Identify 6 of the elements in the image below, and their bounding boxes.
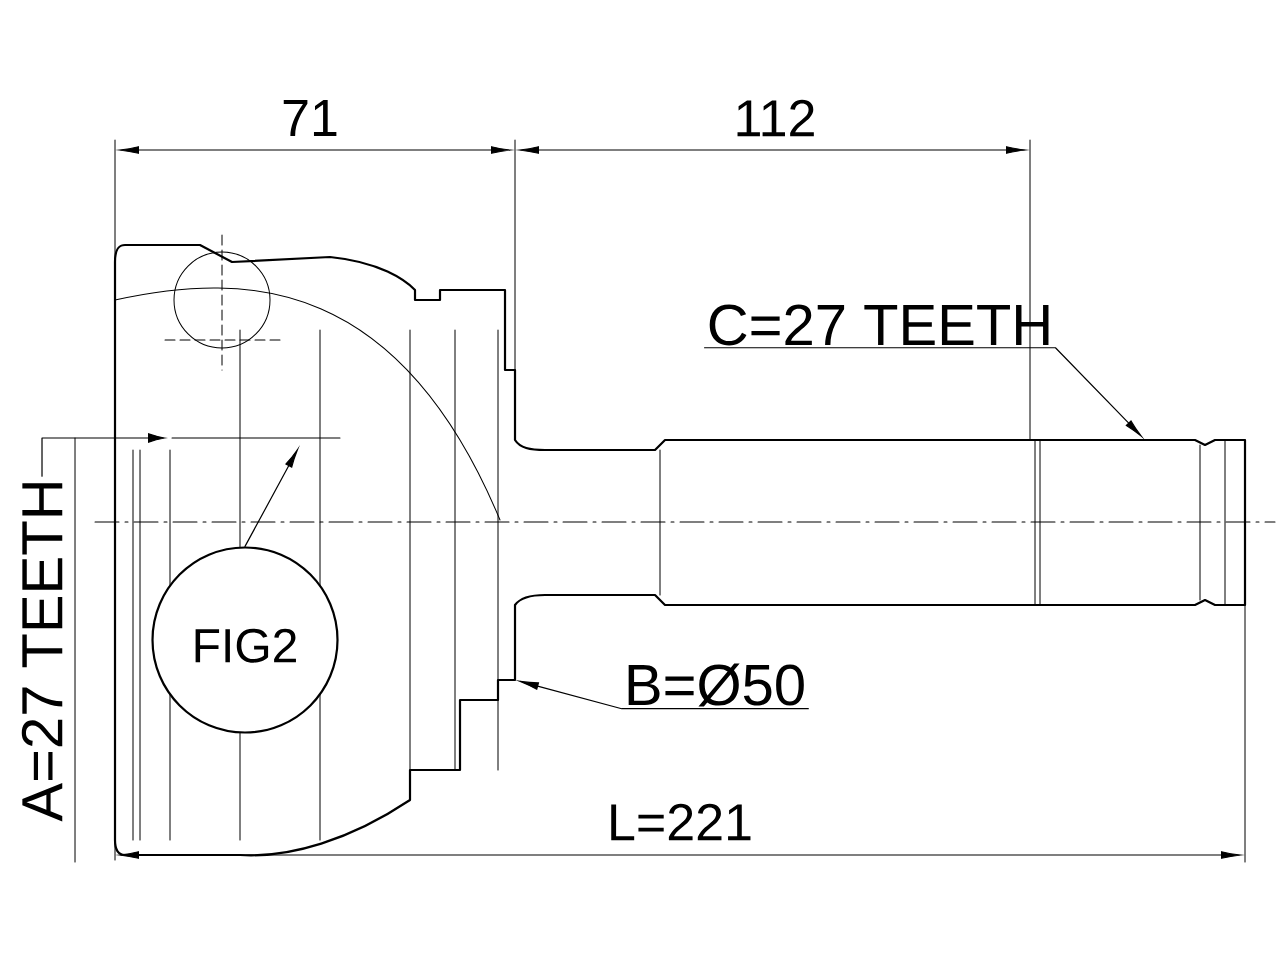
dimension-label: 71 bbox=[283, 100, 337, 136]
callout-label: A=27 TEETH bbox=[21, 483, 63, 822]
callout-label: C=27 TEETH bbox=[709, 304, 1049, 346]
dimension-label: 112 bbox=[737, 99, 814, 137]
leader-line bbox=[41, 433, 165, 477]
dimension-label: L=221 bbox=[611, 803, 751, 841]
